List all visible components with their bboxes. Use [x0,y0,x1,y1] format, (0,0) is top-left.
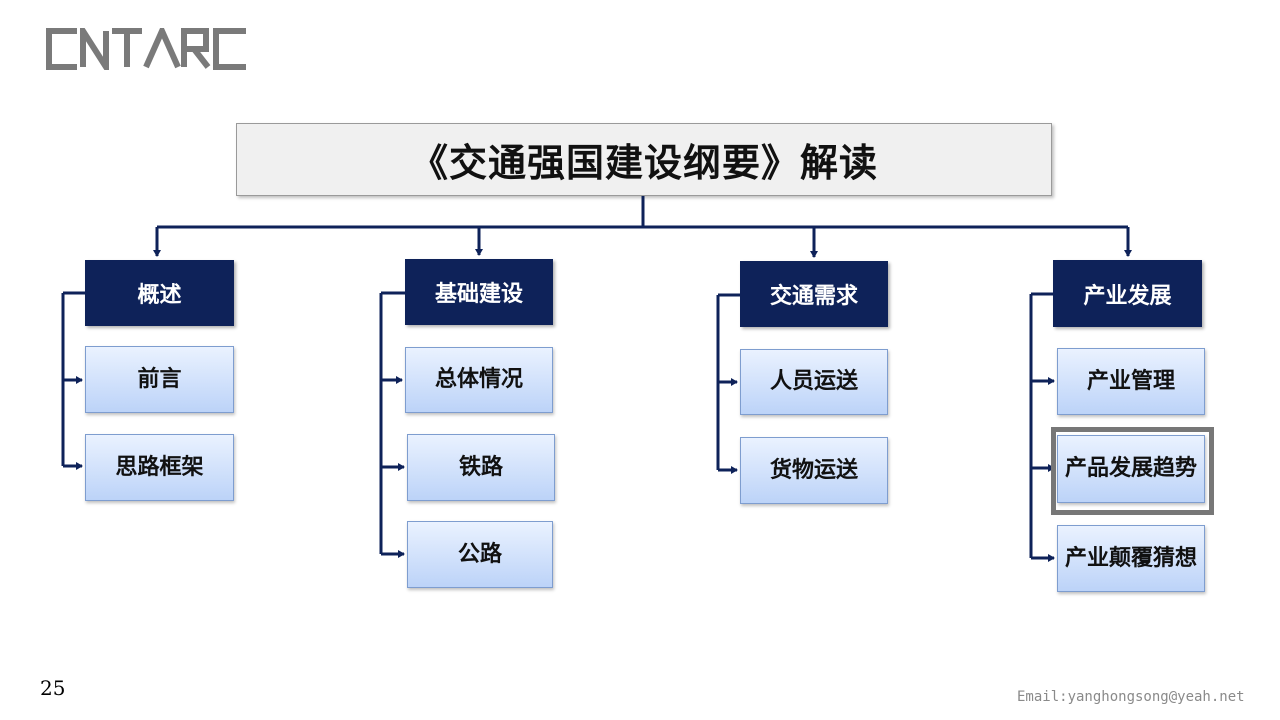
item-industry-management: 产业管理 [1057,348,1205,415]
item-railway: 铁路 [407,434,555,501]
item-industry-disruption: 产业颠覆猜想 [1057,525,1205,592]
item-preface: 前言 [85,346,234,413]
cntarc-logo [46,28,246,70]
item-overall-situation: 总体情况 [405,347,553,413]
selection-highlight-frame [1051,427,1214,515]
item-highway: 公路 [407,521,553,588]
contact-email: Email:yanghongsong@yeah.net [1017,689,1245,705]
item-framework: 思路框架 [85,434,234,501]
diagram-title: 《交通强国建设纲要》解读 [236,123,1052,196]
page-number: 25 [40,676,66,700]
item-product-trend: 产品发展趋势 [1057,435,1205,503]
heading-overview: 概述 [85,260,234,326]
heading-infrastructure: 基础建设 [405,259,553,325]
item-passenger-transport: 人员运送 [740,349,888,415]
heading-transport-demand: 交通需求 [740,261,888,327]
item-freight-transport: 货物运送 [740,437,888,504]
heading-industry-development: 产业发展 [1053,260,1202,327]
